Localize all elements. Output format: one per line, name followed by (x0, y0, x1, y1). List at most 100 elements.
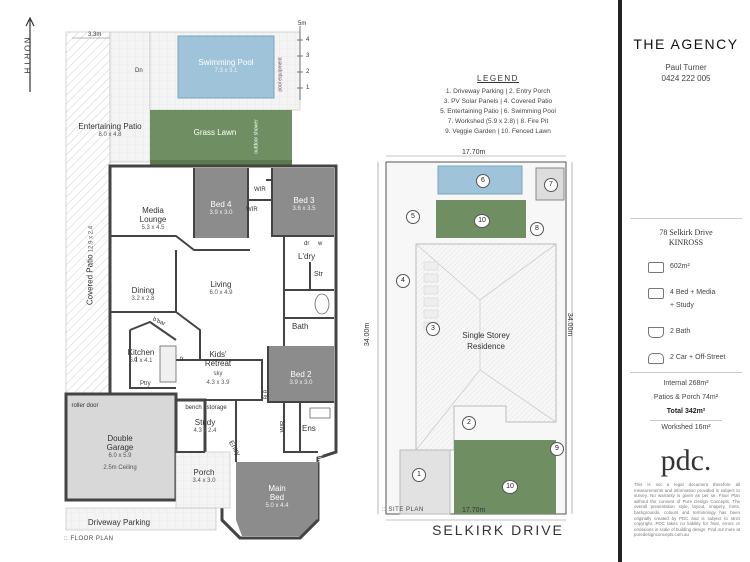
compass-label: NORTH (22, 37, 32, 76)
agent-name: Paul Turner (665, 63, 707, 72)
wir-a-label: WIR (254, 187, 266, 193)
bed3-name: Bed 3 (293, 196, 315, 205)
bed2-dim: 3.9 x 3.0 (289, 380, 313, 386)
floor-plan-drawing (25, 16, 338, 540)
floor-plan: NORTH 3.3m 5m 4 3 2 1 Dn pool equipment … (0, 0, 360, 562)
site-residence-label: Single Storey Residence (462, 331, 510, 351)
north-arrow-icon (25, 16, 35, 92)
fr-label: fr (180, 357, 184, 363)
site-marker-2: 2 (462, 416, 476, 430)
disclaimer: This is not a legal document therefore a… (634, 482, 740, 538)
wir-d-label: WIR (318, 450, 325, 463)
site-dim-top: 17.70m (462, 149, 486, 156)
bath-label: Bath (292, 322, 309, 331)
garage-dim: 6.0 x 5.9 (108, 453, 132, 459)
site-marker-4: 4 (396, 274, 410, 288)
roller-door-label: roller door (71, 403, 99, 409)
address-line1: 78 Selkirk Drive (659, 228, 713, 237)
site-marker-7: 7 (544, 178, 558, 192)
porch-name: Porch (193, 468, 215, 477)
site-marker-10a: 10 (474, 214, 490, 228)
entertaining-name: Entertaining Patio (78, 122, 142, 131)
garage-ceiling: 2.5m Ceiling (103, 465, 137, 471)
kids-sky: sky (213, 371, 223, 377)
land-size: 602m² (670, 263, 690, 270)
scale-tick-1: 1 (306, 85, 310, 91)
floor-plan-caption: :: FLOOR PLAN (64, 536, 114, 542)
site-marker-8: 8 (530, 222, 544, 236)
total-area: Total 342m² (666, 408, 706, 415)
ptry-label: Ptry (140, 381, 151, 387)
d-label: d (134, 357, 138, 363)
site-plan-caption: :: SITE PLAN (382, 507, 424, 513)
dn-label: Dn (135, 68, 143, 74)
legend-line-3: 5. Entertaining Patio | 6. Swimming Pool (440, 108, 556, 115)
bed2-shade (268, 346, 334, 402)
sidebar-divider (618, 0, 622, 562)
covered-dim: 12.9 x 2.4 (88, 225, 95, 253)
sidebar-rule-mid (630, 372, 742, 373)
car-icon (648, 353, 664, 364)
site-front-lawn (454, 440, 556, 514)
porch-area (175, 451, 231, 509)
sidebar-rule-top (630, 218, 742, 219)
garage-shade (64, 392, 178, 502)
media-name: Media Lounge (139, 206, 167, 224)
dim-5m: 5m (298, 21, 307, 27)
kitchen-bench (159, 345, 177, 383)
site-marker-1: 1 (412, 468, 426, 482)
land-size-icon (648, 262, 664, 273)
pool-name: Swimming Pool (198, 58, 254, 67)
scale-bar (297, 26, 303, 100)
lawn-hedge (150, 160, 292, 166)
str-label: Str (314, 271, 323, 278)
ldry-label: L'dry (298, 252, 316, 261)
bath-tub (314, 293, 330, 315)
scale-tick-2: 2 (306, 69, 310, 75)
bed3-shade (272, 168, 334, 236)
bed2-name: Bed 2 (290, 370, 312, 379)
bath-icon (648, 327, 664, 338)
cars: 2 Car + Off-Street (670, 354, 726, 361)
covered-name: Covered Patio (85, 254, 95, 306)
site-marker-10b: 10 (502, 480, 518, 494)
sidebar-rule-low (650, 420, 722, 421)
bed-icon (648, 288, 664, 299)
media-dim: 5.3 x 4.5 (141, 225, 165, 231)
dim-3-3: 3.3m (88, 32, 102, 38)
main-bed-shade (236, 462, 318, 536)
bed4-name: Bed 4 (210, 200, 232, 209)
entertaining-dim: 8.0 x 4.8 (98, 132, 122, 138)
blr-label: BLR (263, 389, 270, 400)
bed3-dim: 3.6 x 3.5 (292, 206, 316, 212)
site-driveway (399, 449, 451, 515)
scale-tick-3: 3 (306, 53, 310, 59)
main-bed-dim: 5.0 x 4.4 (265, 503, 289, 509)
living-name: Living (210, 280, 232, 289)
main-bed-name: Main Bed (268, 484, 286, 502)
lawn-label: Grass Lawn (193, 128, 237, 137)
internal-area: Internal 268m² (663, 380, 709, 387)
kitchen-dim: 5.1 x 4.1 (129, 358, 153, 364)
agency-brand: THE AGENCY (633, 36, 739, 52)
pdc-logo: pdc. (660, 444, 712, 477)
dining-dim: 3.2 x 2.8 (131, 296, 155, 302)
driveway-label: Driveway Parking (87, 518, 151, 527)
site-marker-6: 6 (476, 174, 490, 188)
driveway-area (65, 507, 217, 531)
agent-phone[interactable]: 0424 222 005 (661, 74, 711, 83)
legend-line-2: 3. PV Solar Panels | 4. Covered Patio (443, 98, 553, 105)
study-name: Study (194, 418, 216, 427)
w-label: w (318, 241, 323, 247)
site-marker-5: 5 (406, 210, 420, 224)
scale-tick-4: 4 (306, 37, 310, 43)
pool-equipment-label: pool equipment (277, 57, 284, 92)
baths: 2 Bath (670, 328, 691, 335)
